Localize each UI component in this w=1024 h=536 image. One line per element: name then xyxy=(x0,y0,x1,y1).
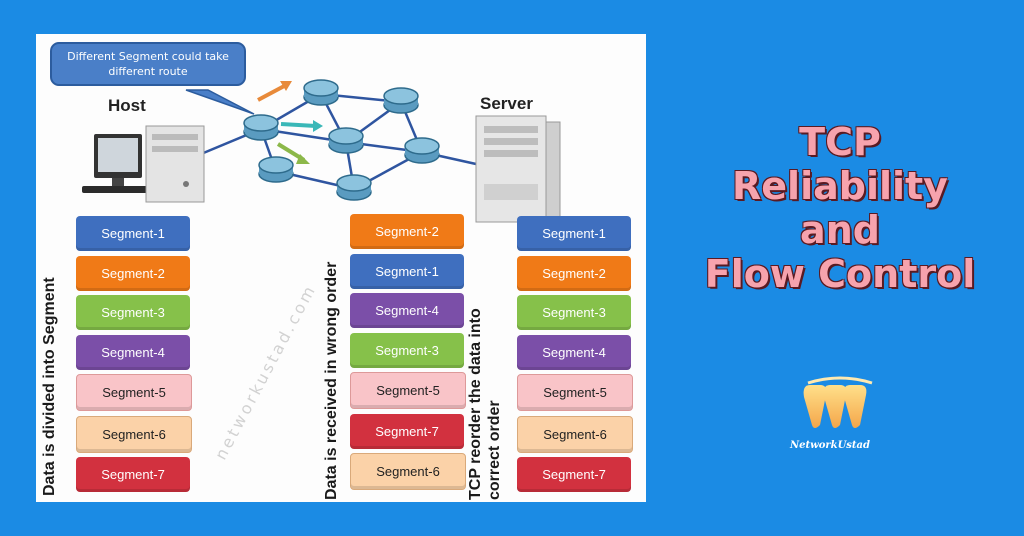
networkustad-logo-icon xyxy=(803,376,873,428)
segment-block: Segment-3 xyxy=(76,295,190,330)
middle-caption: Data is received in wrong order xyxy=(323,261,340,500)
segment-block: Segment-6 xyxy=(350,453,466,490)
segment-block: Segment-3 xyxy=(517,295,631,330)
right-caption-line1: TCP reorder the data into xyxy=(467,308,484,500)
segment-block: Segment-5 xyxy=(350,372,466,409)
callout-box: Different Segment could take different r… xyxy=(50,42,246,86)
received-segments-list: Segment-2 Segment-1 Segment-4 Segment-3 … xyxy=(350,214,466,495)
segment-block: Segment-7 xyxy=(76,457,190,492)
segment-block: Segment-6 xyxy=(76,415,192,453)
host-computer-icon xyxy=(82,125,205,203)
left-caption: Data is divided into Segment xyxy=(41,277,58,496)
diagram-panel: Different Segment could take different r… xyxy=(36,34,646,502)
network-diagram xyxy=(82,79,561,223)
host-label: Host xyxy=(108,96,146,115)
segment-block: Segment-1 xyxy=(76,216,190,251)
segment-block: Segment-7 xyxy=(350,413,464,449)
server-icon xyxy=(475,115,561,223)
title-line-3: and xyxy=(800,208,880,252)
segment-block: Segment-6 xyxy=(517,415,633,453)
title-line-2: Reliability xyxy=(732,164,948,208)
page-title: TCP Reliability and Flow Control xyxy=(680,120,1000,296)
segment-block: Segment-5 xyxy=(517,374,633,411)
segment-block: Segment-1 xyxy=(350,253,464,289)
segment-block: Segment-4 xyxy=(350,293,464,328)
watermark: networkustad.com xyxy=(211,280,321,463)
server-label: Server xyxy=(480,94,533,113)
segment-block: Segment-4 xyxy=(76,334,190,370)
segment-block: Segment-5 xyxy=(76,374,192,411)
brand-name: NetworkUstad xyxy=(789,440,871,451)
segment-block: Segment-2 xyxy=(76,255,190,291)
title-line-4: Flow Control xyxy=(704,252,976,296)
segment-block: Segment-3 xyxy=(350,332,464,368)
segment-block: Segment-2 xyxy=(517,255,631,291)
right-caption: TCP reorder the data into correct order xyxy=(466,308,504,500)
segment-block: Segment-2 xyxy=(350,214,464,249)
reordered-segments-list: Segment-1 Segment-2 Segment-3 Segment-4 … xyxy=(517,216,633,497)
title-line-1: TCP xyxy=(799,120,881,164)
segment-block: Segment-7 xyxy=(517,457,631,492)
sent-segments-list: Segment-1 Segment-2 Segment-3 Segment-4 … xyxy=(76,216,192,497)
segment-block: Segment-1 xyxy=(517,216,631,251)
router-icon xyxy=(243,79,440,201)
right-caption-line2: correct order xyxy=(486,400,503,500)
segment-block: Segment-4 xyxy=(517,334,631,370)
